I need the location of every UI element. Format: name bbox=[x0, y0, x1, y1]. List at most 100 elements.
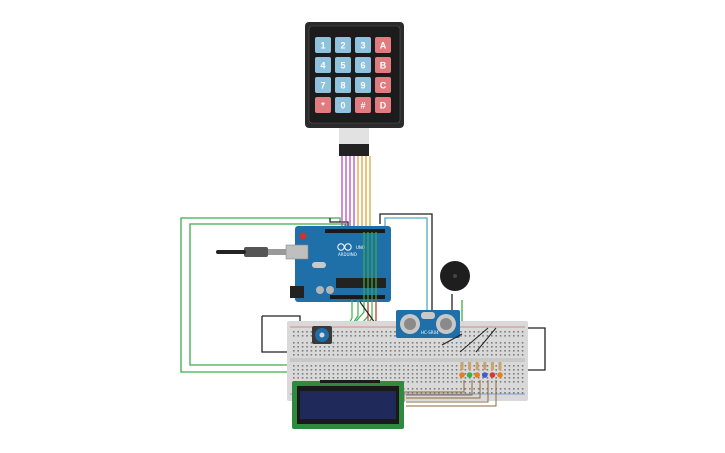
keypad-key-9[interactable]: 8 bbox=[335, 77, 351, 93]
breadboard-hole bbox=[504, 388, 506, 390]
breadboard-hole bbox=[451, 369, 453, 371]
breadboard-hole bbox=[486, 392, 489, 394]
keypad-key-14[interactable]: # bbox=[355, 97, 371, 113]
breadboard-hole bbox=[389, 335, 392, 337]
breadboard-hole bbox=[359, 335, 361, 337]
breadboard-hole bbox=[504, 354, 506, 356]
keypad-key-face bbox=[375, 77, 391, 93]
keypad-key-1[interactable]: 2 bbox=[335, 37, 351, 53]
breadboard-hole bbox=[473, 388, 475, 390]
breadboard-hole bbox=[473, 350, 475, 352]
breadboard-hole bbox=[442, 388, 445, 390]
ultrasonic-sensor[interactable]: HC-SR04 bbox=[396, 310, 460, 338]
breadboard-hole bbox=[438, 365, 440, 367]
keypad-key-face bbox=[315, 37, 331, 53]
breadboard-hole bbox=[517, 377, 519, 379]
breadboard-hole bbox=[451, 392, 453, 394]
green-wire-outer bbox=[180, 217, 341, 373]
breadboard-hole bbox=[508, 369, 511, 371]
breadboard-hole bbox=[455, 342, 458, 344]
breadboard-hole bbox=[345, 350, 348, 352]
breadboard-hole bbox=[455, 388, 458, 390]
breadboard-hole bbox=[337, 342, 339, 344]
breadboard-hole bbox=[411, 377, 414, 379]
breadboard-hole bbox=[482, 346, 484, 348]
usb-plug-metal bbox=[268, 249, 286, 255]
keypad-key-face bbox=[375, 97, 391, 113]
breadboard-hole bbox=[389, 365, 392, 367]
breadboard-hole bbox=[359, 342, 361, 344]
breadboard-hole bbox=[486, 335, 489, 337]
breadboard-hole bbox=[398, 369, 401, 371]
breadboard-hole bbox=[499, 392, 502, 394]
keypad-key-0[interactable]: 1 bbox=[315, 37, 331, 53]
breadboard-hole bbox=[332, 377, 335, 379]
keypad-key-4[interactable]: 4 bbox=[315, 57, 331, 73]
keypad-key-8[interactable]: 7 bbox=[315, 77, 331, 93]
lcd-module[interactable] bbox=[292, 380, 404, 429]
breadboard-hole bbox=[499, 346, 502, 348]
keypad-key-5[interactable]: 5 bbox=[335, 57, 351, 73]
breadboard-hole bbox=[482, 377, 484, 379]
breadboard-hole bbox=[429, 373, 431, 375]
breadboard-hole bbox=[319, 346, 321, 348]
potentiometer[interactable] bbox=[312, 326, 332, 344]
breadboard-hole bbox=[451, 342, 453, 344]
breadboard-hole bbox=[332, 365, 335, 367]
reset-button[interactable] bbox=[299, 232, 307, 240]
breadboard-hole bbox=[319, 377, 321, 379]
breadboard-hole bbox=[341, 365, 343, 367]
keypad-key-label: 2 bbox=[340, 41, 345, 51]
keypad-key-12[interactable]: * bbox=[315, 97, 331, 113]
breadboard-hole bbox=[508, 350, 511, 352]
breadboard-hole bbox=[416, 365, 418, 367]
breadboard-hole bbox=[508, 381, 511, 383]
breadboard-hole bbox=[411, 373, 414, 375]
crystal bbox=[312, 262, 326, 268]
breadboard-hole bbox=[319, 354, 321, 356]
breadboard-hole bbox=[337, 335, 339, 337]
breadboard-hole bbox=[513, 392, 515, 394]
breadboard-hole bbox=[455, 373, 458, 375]
breadboard-hole bbox=[341, 331, 343, 333]
breadboard-hole bbox=[319, 373, 321, 375]
breadboard-hole bbox=[345, 335, 348, 337]
breadboard-hole bbox=[367, 373, 370, 375]
keypad-key-7[interactable]: B bbox=[375, 57, 391, 73]
keypad-key-face bbox=[335, 37, 351, 53]
breadboard-hole bbox=[482, 354, 484, 356]
keypad-key-15[interactable]: D bbox=[375, 97, 391, 113]
keypad-key-13[interactable]: 0 bbox=[335, 97, 351, 113]
breadboard-hole bbox=[385, 342, 387, 344]
arduino-board[interactable]: UNO ARDUINO bbox=[216, 226, 391, 302]
breadboard-hole bbox=[363, 346, 365, 348]
jumper-c bbox=[441, 333, 463, 346]
keypad-key-2[interactable]: 3 bbox=[355, 37, 371, 53]
led-5 bbox=[497, 362, 503, 378]
buzzer[interactable] bbox=[440, 261, 470, 291]
breadboard-hole bbox=[411, 388, 414, 390]
breadboard-hole bbox=[513, 354, 515, 356]
breadboard-hole bbox=[345, 377, 348, 379]
breadboard-hole bbox=[495, 373, 497, 375]
keypad-key-10[interactable]: 9 bbox=[355, 77, 371, 93]
breadboard-hole bbox=[411, 346, 414, 348]
breadboard-hole bbox=[341, 350, 343, 352]
teal-wire-right bbox=[384, 217, 428, 318]
breadboard-hole bbox=[350, 335, 352, 337]
breadboard-hole bbox=[319, 369, 321, 371]
breadboard-hole bbox=[403, 365, 405, 367]
keypad-key-3[interactable]: A bbox=[375, 37, 391, 53]
keypad-key-6[interactable]: 6 bbox=[355, 57, 371, 73]
breadboard-hole bbox=[407, 354, 409, 356]
breadboard-hole bbox=[416, 388, 418, 390]
breadboard-hole bbox=[301, 354, 304, 356]
breadboard-hole bbox=[394, 346, 396, 348]
keypad-key-11[interactable]: C bbox=[375, 77, 391, 93]
breadboard-hole bbox=[332, 350, 335, 352]
breadboard-hole bbox=[328, 365, 330, 367]
led-resistor bbox=[475, 362, 479, 370]
breadboard-hole bbox=[345, 342, 348, 344]
